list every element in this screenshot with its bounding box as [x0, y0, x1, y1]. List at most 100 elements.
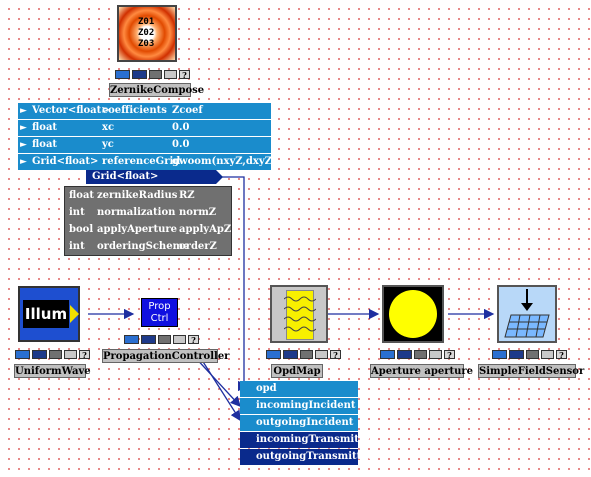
port-label: outgoingIncident	[256, 417, 354, 428]
zernike-icon-line-3: Z03	[138, 39, 155, 49]
sensor-grid-icon	[504, 289, 550, 338]
illum-arrow-icon	[70, 305, 79, 323]
window-icon[interactable]	[64, 349, 77, 359]
port-outgoing-incident[interactable]: outgoingIncident	[240, 415, 358, 431]
run-icon[interactable]	[492, 349, 507, 359]
port-label: incomingTransmitted	[256, 434, 377, 445]
step-icon[interactable]	[32, 349, 47, 359]
param-row[interactable]: ► Vector<float> coefficients Zcoef	[18, 103, 271, 120]
stop-icon[interactable]	[149, 69, 162, 79]
step-icon[interactable]	[509, 349, 524, 359]
window-icon[interactable]	[164, 69, 177, 79]
help-icon[interactable]: ?	[188, 334, 199, 344]
arrow-icon: ►	[20, 140, 27, 150]
run-icon[interactable]	[266, 349, 281, 359]
opdmap-controls: ?	[266, 348, 341, 360]
run-icon[interactable]	[15, 349, 30, 359]
property-row[interactable]: bool applyAperture applyApZ	[65, 221, 231, 238]
param-type: Vector<float>	[32, 105, 110, 116]
param-type: float	[32, 122, 58, 133]
help-icon[interactable]: ?	[556, 349, 567, 359]
prop-value: applyApZ	[179, 224, 232, 235]
property-row[interactable]: float zernikeRadius RZ	[65, 187, 231, 204]
illum-label[interactable]: UniformWave	[14, 364, 91, 378]
prop-label[interactable]: PropagationController	[102, 349, 230, 363]
prop-name: orderingScheme	[97, 241, 190, 252]
window-icon[interactable]	[173, 334, 186, 344]
opdmap-label[interactable]: OpdMap	[271, 364, 323, 378]
help-icon[interactable]: ?	[179, 69, 190, 79]
prop-name: zernikeRadius	[97, 190, 178, 201]
prop-type: int	[69, 207, 85, 218]
opdmap-icon[interactable]	[270, 285, 328, 343]
param-value: 0.0	[172, 122, 190, 133]
param-row[interactable]: ► Grid<float> referenceGrid gwoom(nxyZ,d…	[18, 154, 277, 171]
step-icon[interactable]	[132, 69, 147, 79]
port-incoming-transmitted[interactable]: incomingTransmitted	[240, 432, 377, 448]
zernike-icon-line-1: Z01	[138, 17, 155, 27]
wave-lines-icon	[284, 296, 316, 332]
prop-type: bool	[69, 224, 94, 235]
port-incoming-incident[interactable]: incomingIncident	[240, 398, 358, 414]
port-label: outgoingTransmitted	[256, 451, 375, 462]
param-type: Grid<float>	[32, 156, 99, 167]
port-label: incomingIncident	[256, 400, 356, 411]
run-icon[interactable]	[115, 69, 130, 79]
prop-value: orderZ	[179, 241, 217, 252]
sensor-label[interactable]: SimpleFieldSensor	[478, 364, 585, 378]
run-icon[interactable]	[124, 334, 139, 344]
zernike-controls: ?	[115, 68, 190, 80]
arrow-icon: ►	[20, 106, 27, 116]
aperture-label[interactable]: Aperture aperture	[370, 364, 474, 378]
property-row[interactable]: int orderingScheme orderZ	[65, 238, 231, 255]
step-icon[interactable]	[283, 349, 298, 359]
window-icon[interactable]	[541, 349, 554, 359]
help-icon[interactable]: ?	[444, 349, 455, 359]
aperture-icon[interactable]	[382, 285, 444, 343]
port-outgoing-transmitted[interactable]: outgoingTransmitted	[240, 449, 375, 465]
window-icon[interactable]	[315, 349, 328, 359]
prop-value: normZ	[179, 207, 217, 218]
illum-icon[interactable]: Illum	[18, 286, 80, 342]
zernike-compose-icon[interactable]: Z01 Z02 Z03	[117, 5, 177, 62]
param-name: coefficients	[102, 105, 167, 116]
prop-name: normalization	[97, 207, 176, 218]
arrow-icon: ►	[20, 123, 27, 133]
prop-ctrl-icon[interactable]: Prop Ctrl	[141, 298, 178, 327]
phase-screen-output-port[interactable]: Grid<float> phaseScreen	[86, 170, 216, 196]
wire-prop-to-outgoing	[199, 356, 241, 422]
illum-text: Illum	[23, 300, 69, 328]
zernike-label[interactable]: ZernikeCompose	[109, 83, 205, 97]
sensor-icon[interactable]	[497, 285, 557, 343]
param-name: yc	[102, 139, 114, 150]
stop-icon[interactable]	[158, 334, 171, 344]
port-opd[interactable]: opd	[240, 381, 358, 397]
stop-icon[interactable]	[526, 349, 539, 359]
run-icon[interactable]	[380, 349, 395, 359]
port-label: opd	[256, 383, 277, 394]
param-value: Zcoef	[172, 105, 203, 116]
arrow-icon: ►	[20, 157, 27, 167]
param-row[interactable]: ► float xc 0.0	[18, 120, 271, 137]
param-value: gwoom(nxyZ,dxyZ)	[172, 156, 277, 167]
param-row[interactable]: ► float yc 0.0	[18, 137, 271, 154]
param-name: xc	[102, 122, 115, 133]
stop-icon[interactable]	[49, 349, 62, 359]
prop-value: RZ	[179, 190, 195, 201]
stop-icon[interactable]	[414, 349, 427, 359]
step-icon[interactable]	[141, 334, 156, 344]
output-arrow-icon	[216, 170, 223, 184]
zernike-icon-line-2: Z02	[138, 28, 155, 38]
window-icon[interactable]	[429, 349, 442, 359]
param-value: 0.0	[172, 139, 190, 150]
prop-controls: ?	[124, 333, 199, 345]
step-icon[interactable]	[397, 349, 412, 359]
property-row[interactable]: int normalization normZ	[65, 204, 231, 221]
help-icon[interactable]: ?	[79, 349, 90, 359]
zernike-properties-table: float zernikeRadius RZ int normalization…	[64, 186, 232, 256]
prop-type: float	[69, 190, 95, 201]
prop-type: int	[69, 241, 85, 252]
stop-icon[interactable]	[300, 349, 313, 359]
help-icon[interactable]: ?	[330, 349, 341, 359]
opdmap-port-list: opd incomingIncident outgoingIncident in…	[240, 381, 377, 466]
